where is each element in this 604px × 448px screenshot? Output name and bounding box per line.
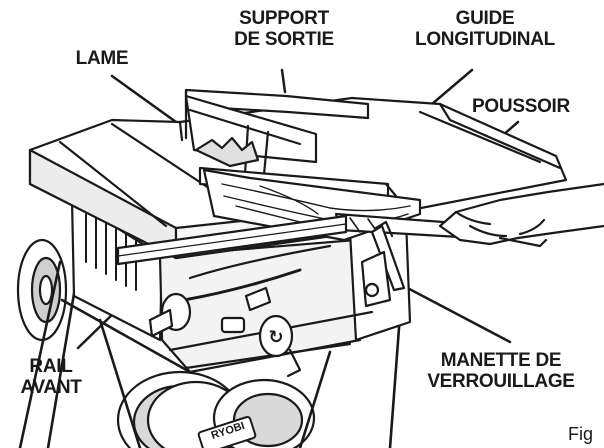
label-support-line-1: SUPPORT [239, 8, 329, 29]
label-manette-line-1: MANETTE DE [440, 350, 562, 371]
label-support-line-2: DE SORTIE [234, 29, 334, 50]
label-poussoir-text: POUSSOIR [472, 96, 570, 117]
figure-caption: Fig [568, 424, 594, 444]
label-rail-line-2: AVANT [20, 377, 82, 398]
label-guide-line-2: LONGITUDINAL [415, 29, 555, 50]
left-wheel-icon [16, 238, 68, 342]
stand-legs [18, 256, 402, 448]
front-rail [116, 214, 348, 266]
label-guide-line-1: GUIDE [455, 8, 515, 29]
lock-handle [360, 220, 406, 308]
label-lame-text: LAME [75, 48, 129, 69]
label-lame: LAME [62, 48, 142, 69]
motor-vents [85, 213, 137, 291]
knob-icon: ↻ [148, 286, 302, 378]
label-rail-line-1: RAIL [29, 356, 73, 377]
label-guide-longitudinal: GUIDE LONGITUDINAL [400, 8, 570, 50]
label-manette-de-verrouillage: MANETTE DE VERROUILLAGE [416, 350, 586, 392]
svg-text:↻: ↻ [268, 327, 283, 348]
hand-icon [438, 182, 604, 248]
label-rail-avant: RAIL AVANT [8, 356, 94, 398]
brand-plate [197, 415, 257, 448]
label-poussoir: POUSSOIR [456, 96, 586, 117]
blade [194, 136, 260, 168]
label-manette-line-2: VERROUILLAGE [427, 371, 575, 392]
label-support-de-sortie: SUPPORT DE SORTIE [214, 8, 354, 50]
